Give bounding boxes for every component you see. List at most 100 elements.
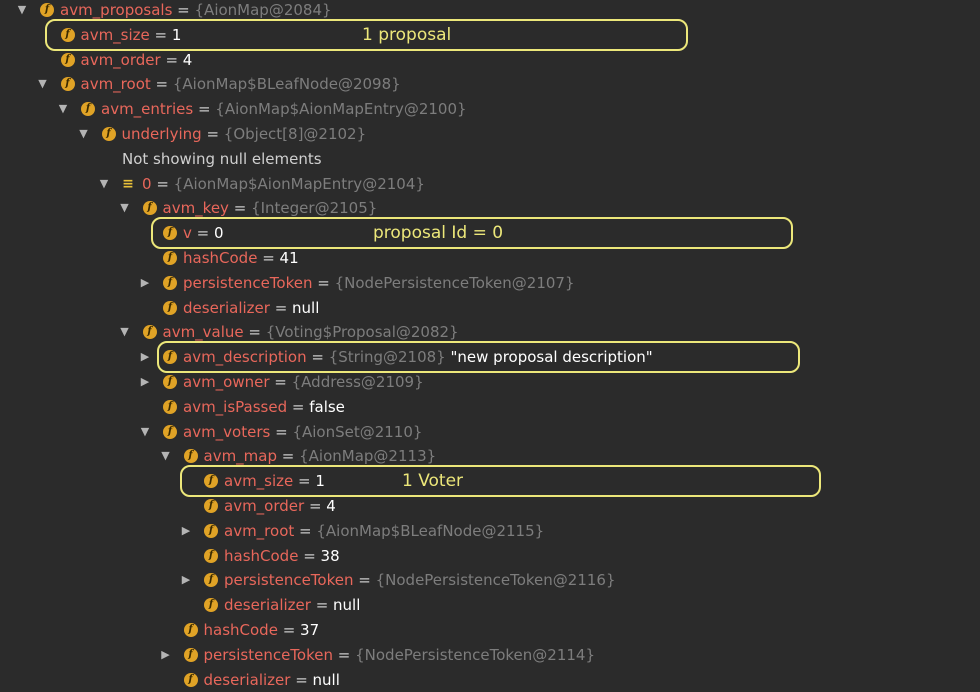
array-element-icon: ≡ [122, 175, 134, 192]
equals-sign: = [294, 521, 317, 540]
object-reference: {Voting$Proposal@2082} [265, 323, 459, 342]
field-value: 38 [320, 546, 340, 565]
tree-row-content: avm_description = {String@2108} "new pro… [183, 345, 653, 369]
field-icon: f [60, 52, 75, 67]
equals-sign: = [191, 224, 214, 243]
tree-row-content: avm_owner = {Address@2109} [183, 370, 424, 394]
tree-row-content: avm_size = 1 [81, 23, 182, 47]
field-name: avm_key [162, 199, 229, 218]
field-name: avm_order [80, 50, 161, 69]
field-name: avm_size [224, 472, 294, 491]
expand-arrow-down-icon[interactable]: ▼ [58, 102, 68, 116]
expand-arrow-down-icon[interactable]: ▼ [161, 449, 170, 463]
tree-row-content: avm_proposals = {AionMap@2084} [60, 0, 332, 22]
equals-sign: = [269, 373, 292, 391]
equals-sign: = [310, 596, 334, 615]
tree-row-content: avm_size = 1 [224, 469, 325, 493]
expand-arrow-down-icon[interactable]: ▼ [99, 176, 109, 190]
field-value: 1 [315, 472, 325, 491]
tree-row-content: avm_isPassed = false [183, 395, 345, 419]
object-reference: {AionSet@2110} [292, 422, 423, 441]
field-name: avm_description [183, 348, 307, 367]
tree-row-content: avm_key = {Integer@2105} [163, 196, 378, 220]
field-icon: f [163, 375, 177, 389]
field-icon: f [60, 27, 75, 42]
field-name: deserializer [183, 298, 270, 317]
equals-sign: = [151, 174, 174, 193]
field-name: avm_order [224, 497, 305, 515]
tree-row[interactable]: f avm_size = 1 [0, 23, 980, 47]
field-name: avm_owner [183, 373, 270, 391]
tree-row[interactable]: ▼ f avm_entries = {AionMap$AionMapEntry@21… [0, 97, 980, 121]
equals-sign: = [269, 298, 293, 317]
field-value: 4 [182, 50, 193, 69]
field-icon: f [163, 251, 177, 265]
field-value: false [309, 397, 345, 416]
tree-row-content: Not showing null elements [122, 147, 322, 171]
tree-row-content: avm_entries = {AionMap$AionMapEntry@2100… [101, 97, 467, 121]
tree-row-content: v = 0 [183, 221, 224, 245]
field-name: underlying [121, 125, 202, 143]
equals-sign: = [201, 125, 224, 143]
equals-sign: = [277, 621, 301, 639]
field-name: avm_entries [101, 100, 194, 119]
tree-row-content: hashCode = 38 [224, 544, 340, 568]
equals-sign: = [243, 323, 266, 342]
object-reference: {AionMap$AionMapEntry@2100} [215, 100, 467, 119]
field-name: 0 [142, 174, 152, 193]
field-name: persistenceToken [224, 571, 354, 590]
object-reference: {AionMap@2113} [299, 447, 437, 466]
expand-arrow-down-icon[interactable]: ▼ [120, 201, 129, 215]
field-icon: f [81, 102, 95, 117]
field-value: 1 [171, 25, 182, 44]
tree-row[interactable]: ▼≡0 = {AionMap$AionMapEntry@2104} [0, 172, 980, 196]
expand-arrow-right-icon[interactable]: ▶ [181, 523, 191, 537]
expand-arrow-right-icon[interactable]: ▶ [140, 350, 150, 364]
field-icon: f [204, 598, 218, 613]
expand-arrow-right-icon[interactable]: ▶ [161, 647, 170, 661]
object-reference: {String@2108} [328, 348, 446, 367]
tree-row-content: persistenceToken = {NodePersistenceToken… [204, 643, 596, 667]
expand-arrow-down-icon[interactable]: ▼ [79, 127, 88, 140]
expand-arrow-right-icon[interactable]: ▶ [140, 275, 150, 289]
field-name: avm_root [80, 75, 151, 94]
tree-row[interactable]: ▶ f avm_owner = {Address@2109} [0, 370, 980, 394]
field-icon: f [163, 275, 177, 290]
expand-arrow-down-icon[interactable]: ▼ [38, 77, 47, 91]
field-value: 37 [300, 621, 320, 639]
expand-arrow-right-icon[interactable]: ▶ [140, 375, 150, 388]
expand-arrow-right-icon[interactable]: ▶ [181, 573, 191, 587]
tree-row[interactable]: Not showing null elements [0, 147, 980, 171]
expand-arrow-down-icon[interactable]: ▼ [17, 3, 27, 16]
tree-row-content: avm_voters = {AionSet@2110} [183, 420, 422, 444]
expand-arrow-down-icon[interactable]: ▼ [140, 424, 150, 438]
object-reference: {AionMap$BLeafNode@2115} [316, 521, 545, 540]
info-note: Not showing null elements [122, 149, 322, 168]
expand-arrow-down-icon[interactable]: ▼ [120, 325, 129, 339]
field-icon: f [142, 325, 157, 340]
